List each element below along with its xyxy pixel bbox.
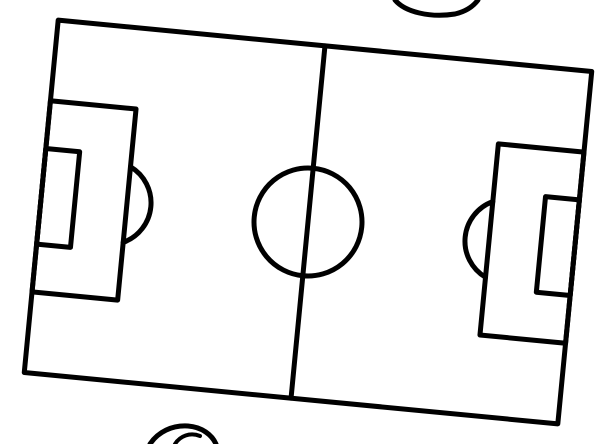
left-goal-area — [37, 149, 80, 248]
bottom-edge-object-inner — [175, 434, 200, 444]
left-penalty-area — [32, 101, 136, 300]
right-goal-area — [536, 197, 579, 296]
top-edge-object — [395, 0, 478, 15]
right-penalty-area — [480, 144, 584, 343]
halfway-line — [291, 46, 325, 398]
pitch — [24, 20, 591, 424]
